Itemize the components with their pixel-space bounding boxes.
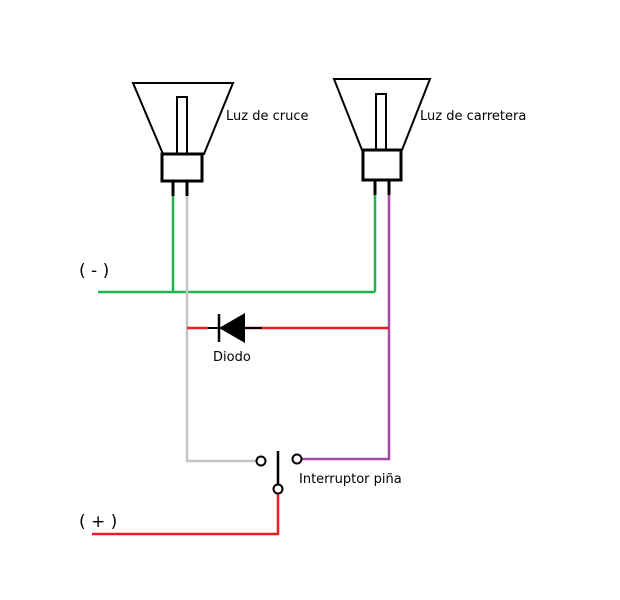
high-beam-filament [375, 93, 387, 151]
positive-terminal-label: ( + ) [79, 512, 118, 532]
high-beam-lamp [332, 78, 432, 195]
low-beam-reflector [131, 82, 235, 155]
ground-wires [98, 195, 377, 294]
positive-wire [92, 494, 280, 536]
low-beam-wire [185, 196, 257, 463]
high-beam-label: Luz de carretera [420, 109, 527, 124]
low-beam-label: Luz de cruce [226, 109, 309, 124]
switch-contact-low [255, 455, 267, 467]
low-beam-socket [160, 152, 204, 183]
switch-label: Interruptor piña [299, 472, 402, 487]
switch-contact-high [291, 453, 303, 465]
high-beam-socket [361, 148, 403, 182]
high-beam-wire [302, 195, 391, 461]
low-beam-filament [176, 96, 188, 155]
switch-symbol [255, 451, 303, 495]
negative-terminal-label: ( - ) [79, 261, 110, 281]
high-beam-reflector [332, 78, 432, 151]
low-beam-lamp [131, 82, 235, 196]
diode-label: Diodo [213, 350, 251, 365]
diode-symbol [208, 313, 262, 343]
switch-pivot [272, 483, 284, 495]
